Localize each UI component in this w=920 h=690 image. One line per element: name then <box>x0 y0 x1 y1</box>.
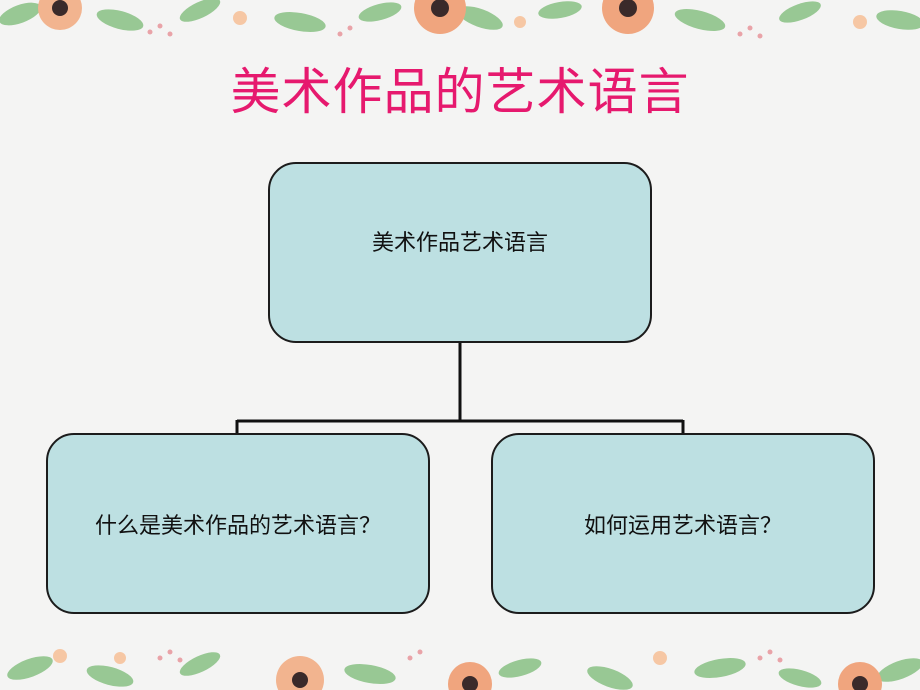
child-node-label: 如何运用艺术语言？ <box>583 513 782 539</box>
leaf-icon <box>0 0 920 32</box>
child-node-what: 什么是美术作品的艺术语言？ <box>46 433 430 614</box>
flower-icon <box>53 649 882 690</box>
child-node-label: 什么是美术作品的艺术语言？ <box>94 513 381 539</box>
root-node: 美术作品艺术语言 <box>268 162 652 343</box>
root-node-label: 美术作品艺术语言 <box>371 230 548 256</box>
child-node-how: 如何运用艺术语言？ <box>491 433 875 614</box>
leaf-icon <box>7 652 920 690</box>
small-blossoms <box>147 23 763 39</box>
floral-border-top <box>0 0 920 39</box>
small-blossoms <box>157 649 783 663</box>
slide-title: 美术作品的艺术语言 <box>230 63 690 121</box>
floral-border-bottom <box>7 649 920 690</box>
flower-icon <box>38 0 867 34</box>
